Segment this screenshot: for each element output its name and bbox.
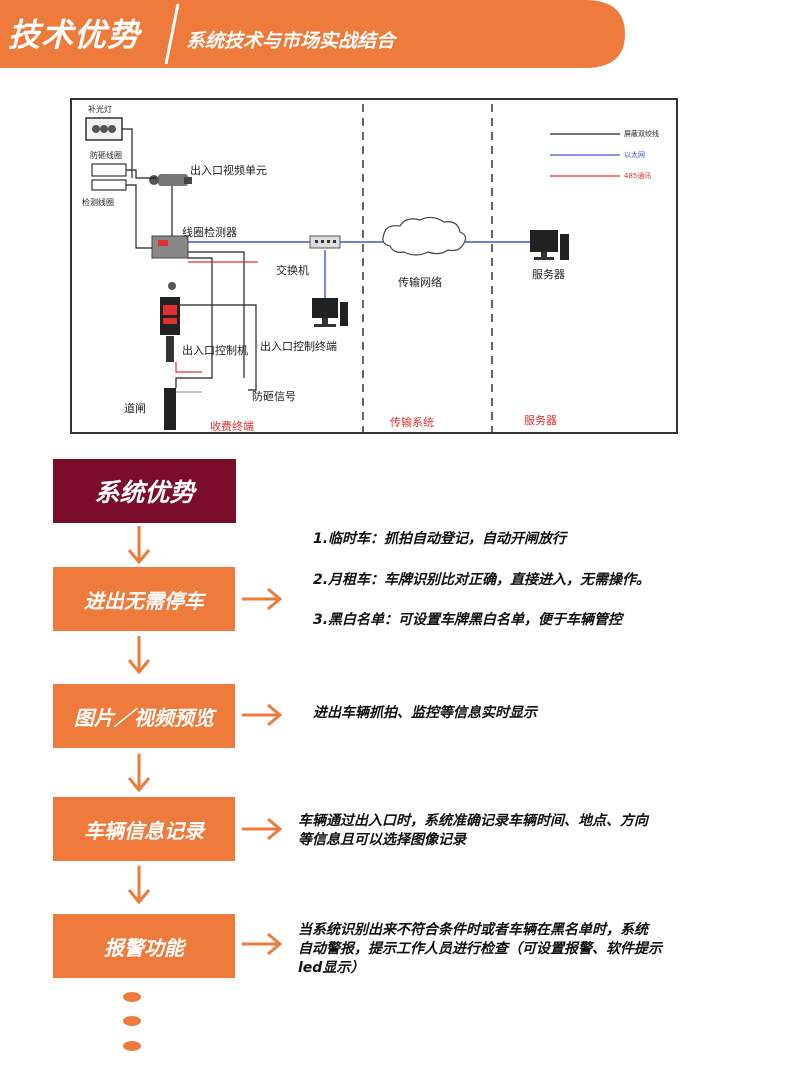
label-controller: 出入口控制机: [182, 344, 248, 357]
label-control-terminal: 出入口控制终端: [260, 340, 337, 353]
network-diagram: 补光灯 防砸线圈 检测线圈 出入口视频单元 线圈检测器 出入口控制机 道闸 防砸…: [70, 98, 678, 434]
step-1-line-2: 2.月租车：车牌识别比对正确，直接进入，无需操作。: [313, 572, 651, 588]
label-anti-smash-signal: 防砸信号: [252, 390, 296, 403]
down-arrow-icon: [127, 526, 151, 565]
page-title: 技术优势: [8, 16, 141, 54]
step-no-stop: 进出无需停车: [53, 567, 235, 631]
label-fill-light: 补光灯: [88, 105, 112, 114]
step-alarm: 报警功能: [53, 914, 235, 978]
step-3-line-1: 车辆通过出入口时，系统准确记录车辆时间、地点、方向: [298, 813, 648, 829]
down-arrow-icon: [127, 754, 151, 793]
header-banner: 技术优势 系统技术与市场实战结合: [0, 0, 625, 68]
right-arrow-icon: [242, 587, 282, 611]
switch-icon: [309, 235, 341, 249]
right-arrow-icon: [242, 817, 282, 841]
legend-twisted-pair: 屏蔽双绞线: [624, 130, 659, 138]
label-video-unit: 出入口视频单元: [190, 164, 267, 177]
right-arrow-icon: [242, 703, 282, 727]
pc-icon: [312, 298, 348, 327]
ellipsis-dot: [123, 992, 141, 1002]
page-subtitle: 系统技术与市场实战结合: [186, 30, 396, 52]
label-detect-coil: 检测线圈: [82, 198, 114, 207]
diagram-lines: [85, 104, 620, 432]
legend-485: 485通讯: [624, 172, 652, 180]
zone-label-transmission: 传输系统: [390, 416, 434, 429]
advantages-title: 系统优势: [53, 459, 236, 523]
zone-label-terminal: 收费终端: [210, 420, 254, 433]
label-network: 传输网络: [398, 276, 442, 289]
barrier-gate-icon: [164, 388, 202, 430]
step-1-line-3: 3.黑白名单：可设置车牌黑白名单，便于车辆管控: [313, 612, 623, 628]
down-arrow-icon: [127, 866, 151, 905]
step-3-line-2: 等信息且可以选择图像记录: [298, 832, 466, 848]
anti-smash-coil-icon: [91, 163, 127, 177]
label-switch: 交换机: [276, 264, 309, 277]
zone-label-server: 服务器: [524, 414, 557, 427]
step-1-line-1: 1.临时车：抓拍自动登记，自动开闸放行: [313, 531, 567, 547]
fill-light-icon: [85, 117, 123, 141]
cloud-icon: [382, 216, 467, 256]
step-preview: 图片／视频预览: [53, 684, 235, 748]
label-coil-detector: 线圈检测器: [182, 226, 237, 239]
coil-detector-icon: [151, 235, 189, 259]
ellipsis-dot: [123, 1016, 141, 1026]
controller-icon: [160, 282, 180, 362]
banner-shape: [0, 0, 625, 68]
legend-ethernet: 以太网: [624, 151, 645, 159]
label-server: 服务器: [532, 268, 565, 281]
server-icon: [530, 230, 569, 260]
detect-coil-icon: [91, 179, 127, 191]
down-arrow-icon: [127, 636, 151, 675]
step-2-line-1: 进出车辆抓拍、监控等信息实时显示: [313, 705, 537, 721]
camera-icon: [149, 174, 192, 186]
step-4-line-2: 自动警报，提示工作人员进行检查（可设置报警、软件提示: [298, 941, 662, 957]
label-anti-smash-coil: 防砸线圈: [90, 151, 122, 160]
step-4-line-1: 当系统识别出来不符合条件时或者车辆在黑名单时，系统: [298, 922, 648, 938]
right-arrow-icon: [242, 932, 282, 956]
label-barrier-gate: 道闸: [124, 402, 146, 415]
step-vehicle-record: 车辆信息记录: [53, 797, 235, 861]
step-4-line-3: led显示）: [298, 960, 365, 976]
ellipsis-dot: [123, 1041, 141, 1051]
